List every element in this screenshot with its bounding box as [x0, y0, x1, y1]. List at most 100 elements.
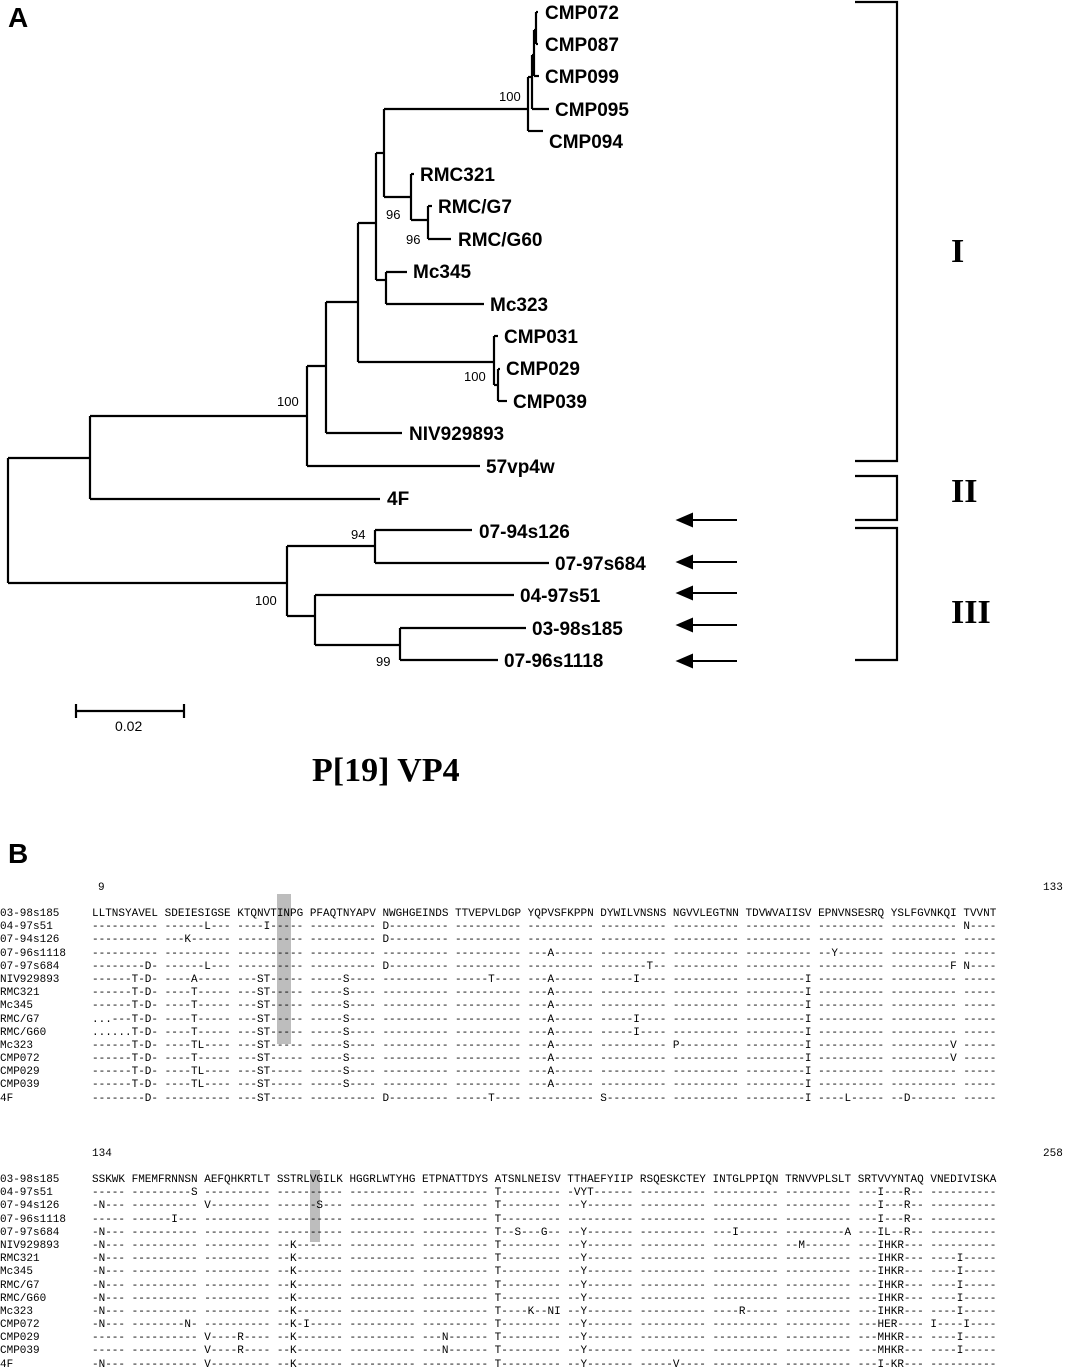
- sequence-residues: -N--- --------N- ---------- --K-I----- -…: [92, 1319, 997, 1332]
- sequence-name: 4F: [0, 1358, 14, 1371]
- alignment-row: CMP029 ----- ---------- V----R---- --K---…: [0, 1332, 996, 1345]
- sequence-name: Mc323: [0, 1305, 34, 1318]
- panel-a-label: A: [8, 2, 29, 33]
- sequence-residues: ---------- ---K------ ---------- -------…: [92, 934, 997, 947]
- sequence-name: 07-94s126: [0, 1200, 60, 1213]
- sequence-name: Mc345: [0, 1000, 34, 1013]
- alignment-row: 4F--------D- ---------- ---ST----- -----…: [0, 1093, 996, 1106]
- taxon-label: CMP099: [545, 67, 619, 88]
- panel-b-label: B: [8, 838, 29, 869]
- sequence-name: Mc323: [0, 1039, 34, 1052]
- cluster-label: I: [951, 233, 964, 270]
- sequence-residues: -N--- ---------- ---------- --K------- -…: [92, 1253, 997, 1266]
- sequence-residues: ------T-D- ----T----- ---ST----- -----S-…: [92, 1053, 997, 1066]
- alignment-row: CMP039------T-D- ----TL---- ---ST----- -…: [0, 1079, 996, 1092]
- bootstrap-value: 100: [255, 593, 277, 608]
- bootstrap-value: 96: [406, 232, 420, 247]
- bootstrap-value: 96: [386, 207, 400, 222]
- taxon-label: RMC321: [420, 165, 495, 186]
- arrow-group: [675, 512, 737, 669]
- bootstrap-value: 99: [376, 654, 390, 669]
- sequence-residues: --------D- ------L--- ---------- -------…: [92, 960, 997, 973]
- alignment-row: RMC/G60......T-D- ----T----- ---ST----- …: [0, 1027, 996, 1040]
- sequence-name: 07-97s684: [0, 1226, 60, 1239]
- sequence-residues: ----- ---------- V----R---- --K------- -…: [92, 1332, 997, 1345]
- sequence-name: 03-98s185: [0, 908, 60, 920]
- alignment-row: 04-97s51----- ---------S ---------- ----…: [0, 1187, 996, 1200]
- sequence-name: RMC321: [0, 987, 40, 1000]
- sequence-name: CMP029: [0, 1332, 40, 1345]
- alignment-row: RMC/G60 -N--- ---------- ---------- --K--…: [0, 1293, 996, 1306]
- sequence-residues: ---------- ---------- ---------- -------…: [92, 947, 997, 960]
- sequence-name: CMP039: [0, 1345, 40, 1358]
- bootstrap-value: 100: [499, 89, 521, 104]
- alignment-row: Mc345 ------T-D- ----T----- ---ST----- --…: [0, 1000, 996, 1013]
- block1-end-position: 133: [1043, 882, 1063, 894]
- sequence-name: Mc345: [0, 1266, 34, 1279]
- alignment-row: CMP072 ------T-D- ----T----- ---ST----- -…: [0, 1053, 996, 1066]
- sequence-name: CMP072: [0, 1053, 40, 1066]
- taxon-label: NIV929893: [409, 424, 504, 445]
- bootstrap-value: 94: [351, 527, 365, 542]
- taxon-label: 04-97s51: [520, 586, 601, 607]
- taxon-label: CMP094: [549, 132, 623, 153]
- scale-bar-label: 0.02: [115, 718, 142, 734]
- alignment-row: RMC321 -N--- ---------- ---------- --K---…: [0, 1253, 996, 1266]
- sequence-name: 03-98s185: [0, 1174, 60, 1186]
- sequence-name: 4F: [0, 1092, 14, 1105]
- alignment-row: 07-96s1118----- ------I--- ---------- --…: [0, 1214, 996, 1227]
- alignment-row: CMP039 ----- ---------- V----R---- --K---…: [0, 1345, 996, 1358]
- sequence-residues: ------T-D- ----T----- ---ST----- -----S-…: [92, 1000, 997, 1013]
- taxon-label: 07-94s126: [479, 522, 570, 543]
- sequence-name: CMP072: [0, 1319, 40, 1332]
- sequence-name: NIV929893: [0, 973, 60, 986]
- sequence-residues: -N--- ---------- V--------- --K------- -…: [92, 1358, 997, 1371]
- alignment-row: Mc323 ------T-D- ----TL---- ---ST----- --…: [0, 1040, 996, 1053]
- sequence-residues: ------T-D- ----T----- ---ST----- -----S-…: [92, 987, 997, 1000]
- sequence-residues: -N--- ---------- V--------- ------S--- -…: [92, 1200, 997, 1213]
- sequence-residues: ...---T-D- ----T----- ---ST----- -----S-…: [92, 1013, 997, 1026]
- sequence-name: 04-97s51: [0, 921, 53, 934]
- cluster-label: III: [951, 594, 991, 631]
- alignment-row: RMC321 ------T-D- ----T----- ---ST----- -…: [0, 987, 996, 1000]
- taxon-label: Mc323: [490, 295, 548, 316]
- alignment-row: 07-97s684 --------D- ------L--- ---------…: [0, 961, 996, 974]
- sequence-residues: -N--- ---------- ---------- ---------- -…: [92, 1226, 997, 1239]
- block2-end-position: 258: [1043, 1148, 1063, 1160]
- alignment-row: CMP072 -N--- --------N- ---------- --K-I-…: [0, 1319, 996, 1332]
- taxon-label: CMP039: [513, 392, 587, 413]
- taxon-label: 4F: [387, 489, 409, 510]
- taxon-label: CMP031: [504, 327, 578, 348]
- taxon-label: RMC/G60: [458, 230, 542, 251]
- block2-start-position: 134: [92, 1148, 112, 1160]
- sequence-name: 07-96s1118: [0, 947, 67, 960]
- cluster-label: II: [951, 473, 977, 510]
- alignment-row: 07-97s684 -N--- ---------- ---------- ---…: [0, 1227, 996, 1240]
- sequence-name: 07-97s684: [0, 960, 60, 973]
- sequence-name: RMC321: [0, 1253, 40, 1266]
- taxon-label: 57vp4w: [486, 457, 555, 478]
- bootstrap-value: 100: [464, 369, 486, 384]
- sequence-residues: ----- ------I--- ---------- ---------- -…: [92, 1213, 997, 1226]
- alignment-row: 07-94s126 -N--- ---------- V--------- ---…: [0, 1200, 996, 1213]
- sequence-residues: ---------- ------L--- ----I----- -------…: [92, 921, 997, 934]
- sequence-residues: -N--- ---------- ---------- --K------- -…: [92, 1279, 997, 1292]
- glycosylation-highlight-1: [277, 894, 291, 1044]
- alignment-row: NIV929893------T-D- ----A----- ---ST----…: [0, 974, 996, 987]
- phylogenetic-tree: CMP072 CMP087 CMP099 CMP095 CMP094 RMC32…: [6, 0, 991, 734]
- taxon-label: RMC/G7: [438, 197, 512, 218]
- sequence-name: CMP029: [0, 1066, 40, 1079]
- alignment-row: 07-96s1118 ---------- ---------- --------…: [0, 948, 996, 961]
- sequence-residues: ------T-D- ----TL---- ---ST----- -----S-…: [92, 1039, 997, 1052]
- alignment-row: 07-94s126---------- ---K------ ---------…: [0, 934, 996, 947]
- sequence-name: RMC/G60: [0, 1292, 47, 1305]
- sequence-residues: -N--- ---------- ---------- --K------- -…: [92, 1292, 997, 1305]
- sequence-residues: ------T-D- ----TL---- ---ST----- -----S-…: [92, 1066, 997, 1079]
- sequence-residues: -N--- ---------- ---------- --K------- -…: [92, 1266, 997, 1279]
- taxon-label: Mc345: [413, 262, 472, 283]
- alignment-row: RMC/G7...---T-D- ----T----- ---ST----- -…: [0, 1014, 996, 1027]
- sequence-residues: ......T-D- ----T----- ---ST----- -----S-…: [92, 1026, 997, 1039]
- sequence-residues: ----- ---------- V----R---- --K------- -…: [92, 1345, 997, 1358]
- alignment-row: 04-97s51 ---------- ------L--- ----I-----…: [0, 921, 996, 934]
